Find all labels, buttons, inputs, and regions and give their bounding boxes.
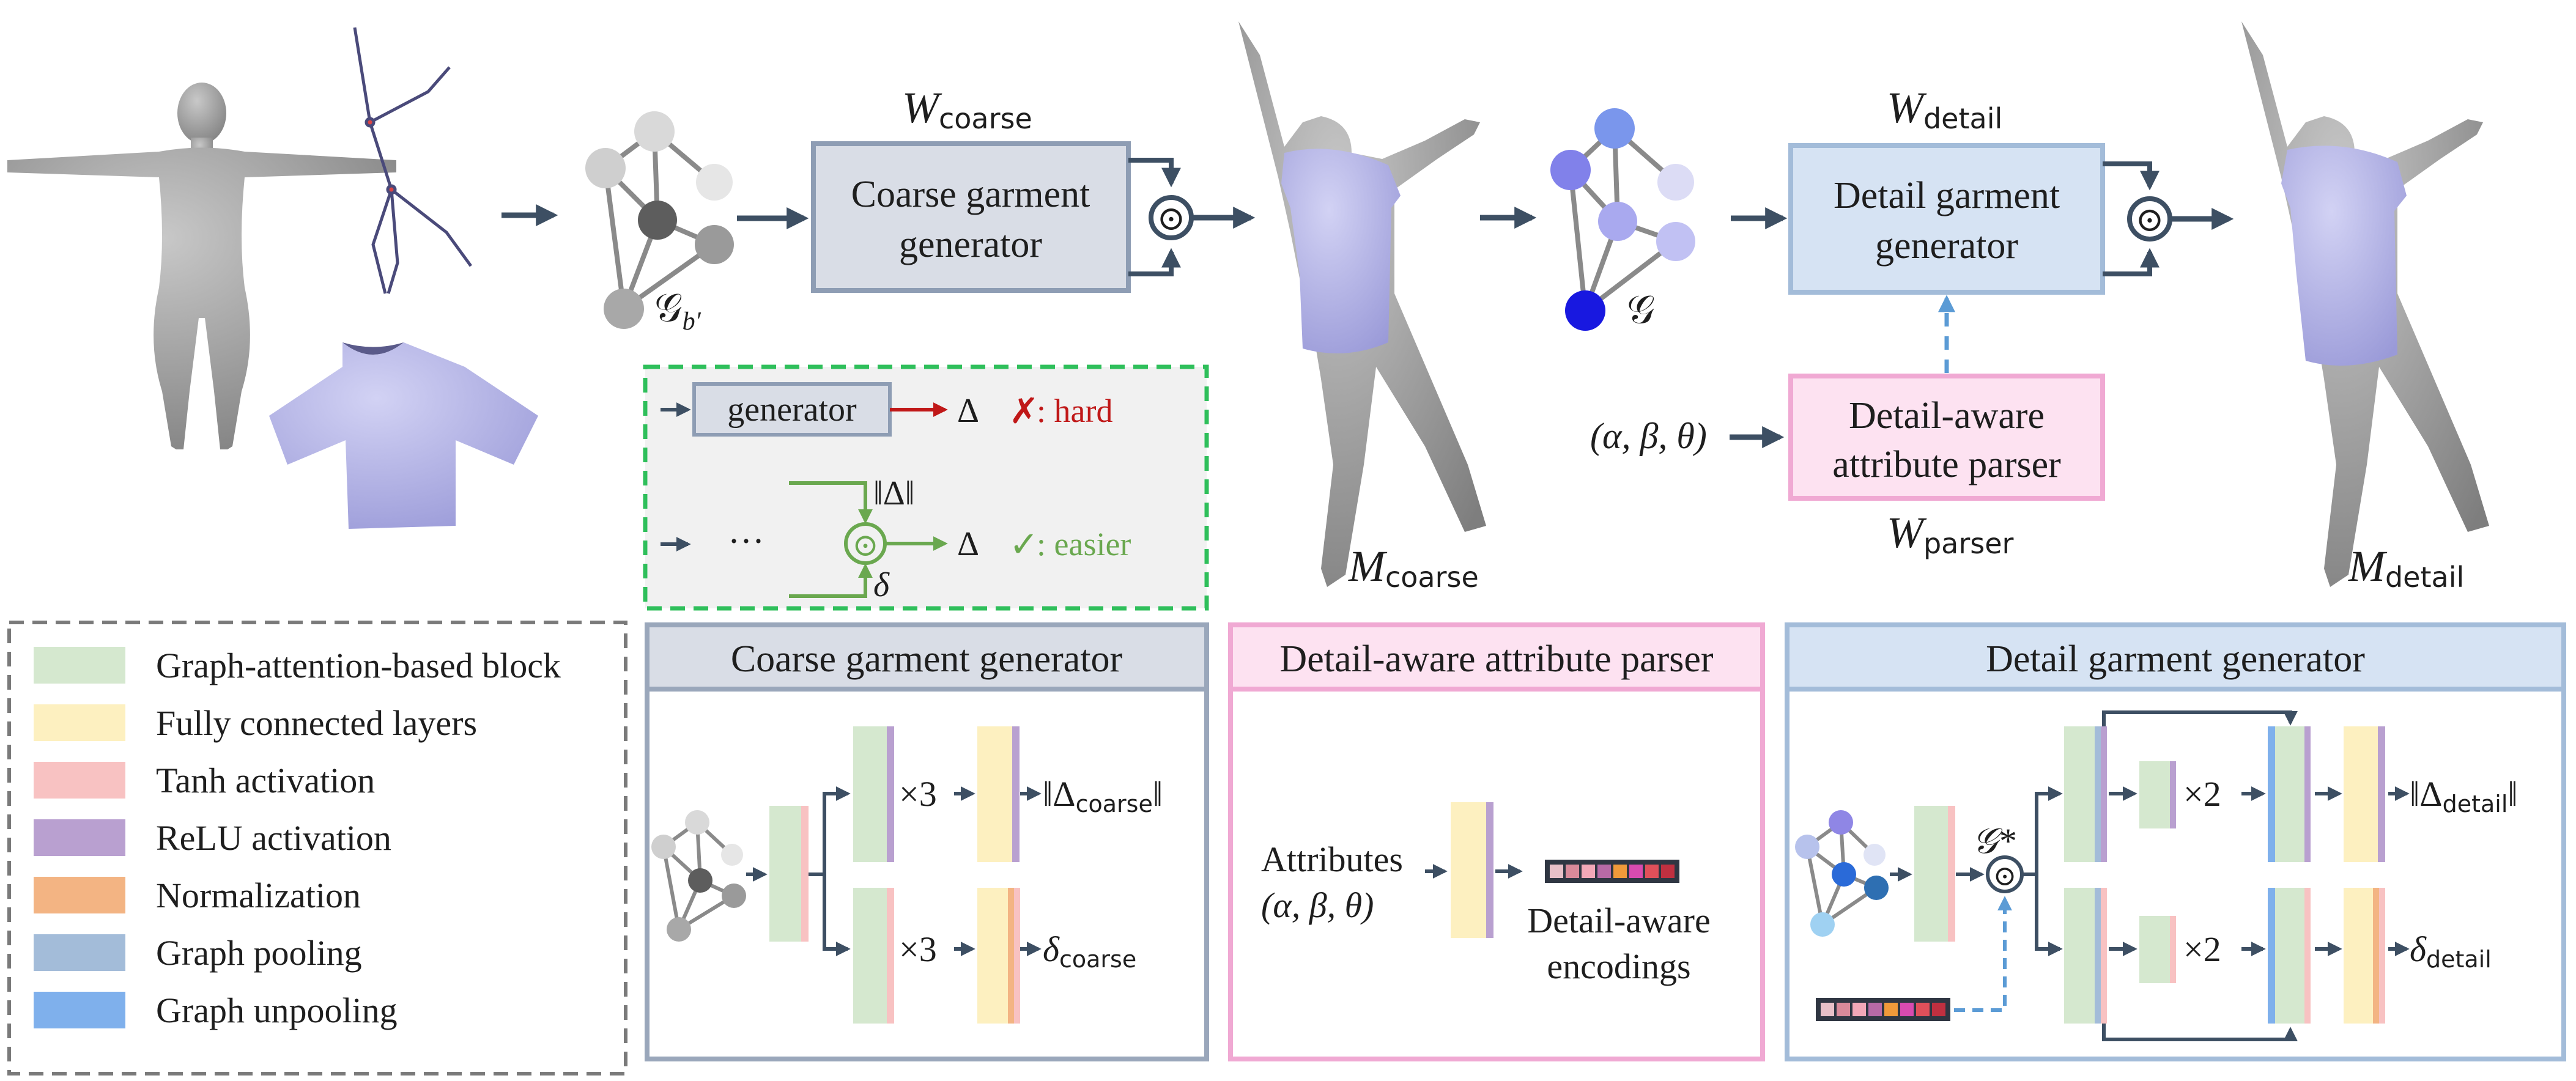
legend-label: Graph unpooling bbox=[156, 991, 398, 1030]
body-graph bbox=[585, 111, 734, 329]
attr-input-label: (α, β, θ) bbox=[1590, 416, 1707, 456]
t-pose-body-image bbox=[7, 83, 396, 449]
t-shirt-image bbox=[269, 342, 538, 529]
encoding-cell bbox=[1645, 865, 1659, 878]
legend-label: Graph-attention-based block bbox=[156, 646, 561, 685]
encoding-strip-frame bbox=[1545, 860, 1679, 883]
legend-swatch bbox=[34, 877, 125, 913]
coarse-generator-line1: Coarse garment bbox=[851, 174, 1090, 215]
coarse-generator-box: Coarse garment generator bbox=[811, 141, 1131, 293]
encoding-cell bbox=[1566, 865, 1579, 878]
inset-delta-bottom: Δ bbox=[957, 525, 979, 563]
inset-delta-top: Δ bbox=[957, 392, 979, 430]
encoding-cell bbox=[1821, 1003, 1834, 1016]
encoding-cell bbox=[1550, 865, 1563, 878]
w-coarse-label: Wcoarse bbox=[902, 83, 1032, 135]
m-coarse-label: Mcoarse bbox=[1348, 542, 1479, 594]
inset-norm-delta: ‖Δ‖ bbox=[873, 474, 914, 512]
legend-label: Graph pooling bbox=[156, 933, 362, 973]
legend-swatch bbox=[34, 647, 125, 684]
encoding-cell bbox=[1597, 865, 1611, 878]
encoding-cell bbox=[1932, 1003, 1945, 1016]
legend-swatch bbox=[34, 934, 125, 971]
coarse-output-top: ‖Δcoarse‖ bbox=[1043, 774, 1163, 817]
detail-odot-connectors bbox=[2103, 161, 2172, 276]
legend-swatch bbox=[34, 819, 125, 856]
encoding-cell bbox=[1582, 865, 1595, 878]
legend-label: Normalization bbox=[156, 876, 361, 915]
g-bprime-label: 𝒢b′ bbox=[654, 286, 701, 336]
inset-generator-label: generator bbox=[727, 391, 857, 429]
coarse-output-bottom: δcoarse bbox=[1043, 929, 1136, 973]
legend-label: ReLU activation bbox=[156, 818, 391, 858]
parser-enc-line1: Detail-aware bbox=[1527, 901, 1710, 940]
g-label: 𝒢 bbox=[1627, 288, 1655, 331]
encoding-cell bbox=[1852, 1003, 1866, 1016]
legend-label: Fully connected layers bbox=[156, 703, 477, 743]
residual-inset: generator Δ ✗ : hard ··· ⊙ Δ ‖Δ‖ δ ✓ : e… bbox=[643, 364, 1209, 611]
detail-generator-box: Detail garment generator bbox=[1788, 143, 2105, 295]
encoding-cell bbox=[1916, 1003, 1930, 1016]
coarse-odot: ⊙ bbox=[1157, 200, 1186, 238]
detail-output-bottom: δdetail bbox=[2410, 929, 2492, 973]
inset-small-delta: δ bbox=[873, 566, 890, 604]
inset-odot: ⊙ bbox=[852, 528, 879, 563]
encoding-cell bbox=[1837, 1003, 1850, 1016]
parser-attr-line1: Attributes bbox=[1261, 839, 1403, 879]
legend-swatch bbox=[34, 762, 125, 799]
encoding-cell bbox=[1613, 865, 1627, 878]
parser-panel-title: Detail-aware attribute parser bbox=[1279, 638, 1714, 680]
detail-x2-bottom: ×2 bbox=[2183, 929, 2221, 969]
detail-odot: ⊙ bbox=[2136, 201, 2164, 239]
encoding-cell bbox=[1884, 1003, 1898, 1016]
detail-x2-top: ×2 bbox=[2183, 774, 2221, 814]
inset-cross-icon: ✗ bbox=[1009, 391, 1039, 431]
detail-panel-odot: ⊙ bbox=[1993, 860, 2017, 891]
encoding-strip-frame bbox=[1816, 998, 1950, 1021]
detail-generator-line1: Detail garment bbox=[1834, 175, 2060, 216]
encoding-cell bbox=[1629, 865, 1643, 878]
parser-enc-line2: encodings bbox=[1547, 946, 1690, 986]
garment-graph bbox=[1550, 108, 1695, 331]
detail-panel: Detail garment generator 𝒢* ⊙ ×2 bbox=[1785, 622, 2566, 1061]
encoding-cell bbox=[1661, 865, 1675, 878]
legend-swatch bbox=[34, 992, 125, 1028]
legend-swatch bbox=[34, 704, 125, 741]
m-coarse-image bbox=[1238, 21, 1486, 587]
skeleton-image bbox=[353, 27, 473, 294]
parser-attr-line2: (α, β, θ) bbox=[1261, 885, 1374, 925]
encoding-strip-bottom bbox=[1816, 998, 1950, 1021]
w-parser-label: Wparser bbox=[1887, 508, 2014, 560]
coarse-x3-top: ×3 bbox=[899, 774, 937, 814]
parser-panel: Detail-aware attribute parser Attributes… bbox=[1228, 622, 1765, 1061]
m-detail-label: Mdetail bbox=[2348, 542, 2464, 594]
coarse-odot-connectors bbox=[1128, 158, 1194, 276]
inset-hard-label: : hard bbox=[1037, 393, 1112, 429]
coarse-generator-line2: generator bbox=[899, 224, 1042, 265]
m-detail-image bbox=[2241, 21, 2489, 587]
parser-line2: attribute parser bbox=[1832, 444, 2061, 485]
parser-box: Detail-aware attribute parser bbox=[1788, 374, 2105, 501]
coarse-panel-title: Coarse garment generator bbox=[731, 638, 1123, 680]
w-detail-label: Wdetail bbox=[1887, 83, 2002, 135]
parser-line1: Detail-aware bbox=[1849, 395, 2045, 437]
encoding-cell bbox=[1900, 1003, 1914, 1016]
inset-easier-label: : easier bbox=[1037, 526, 1131, 563]
detail-panel-title: Detail garment generator bbox=[1986, 638, 2365, 680]
coarse-x3-bottom: ×3 bbox=[899, 929, 937, 969]
detail-g-star: 𝒢* bbox=[1972, 821, 2015, 861]
detail-generator-line2: generator bbox=[1875, 225, 2018, 267]
encoding-cell bbox=[1868, 1003, 1882, 1016]
coarse-panel: Coarse garment generator ×3 ‖Δcoarse‖ ×3 bbox=[645, 622, 1209, 1061]
inset-ellipsis: ··· bbox=[728, 521, 764, 561]
detail-output-top: ‖Δdetail‖ bbox=[2410, 774, 2518, 817]
encoding-strip-top bbox=[1545, 860, 1679, 883]
legend-label: Tanh activation bbox=[156, 761, 375, 800]
inset-check-icon: ✓ bbox=[1009, 525, 1039, 564]
